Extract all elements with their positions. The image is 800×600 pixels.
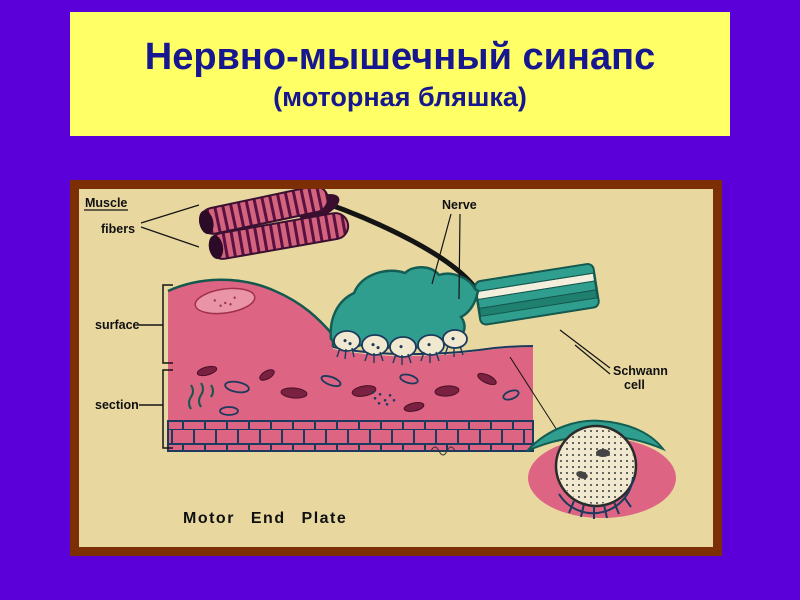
schwann-leader-lines: [559, 329, 611, 375]
fibers-label: fibers: [101, 222, 135, 236]
schwann-cell-label: Schwann cell: [559, 329, 668, 392]
bouton: [417, 334, 445, 356]
organelle: [403, 402, 425, 412]
organelle: [280, 387, 308, 399]
organelle: [399, 373, 419, 385]
schwann-label-line2: cell: [624, 378, 645, 392]
surface-bracket: surface: [95, 284, 173, 364]
bouton: [333, 330, 361, 352]
fiber-cut-end: [208, 235, 224, 259]
organelle: [351, 385, 377, 397]
muscle-nucleus: [194, 287, 256, 315]
organelles: [188, 365, 520, 416]
inset-mitochondrion: [576, 471, 588, 479]
muscle-fibers-illustration: [199, 189, 350, 260]
title-banner: Нервно-мышечный синапс (моторная бляшка): [70, 12, 730, 136]
granule-cluster: [371, 391, 396, 406]
membrane-folds: [188, 382, 214, 410]
organelle: [219, 406, 239, 416]
artist-signature: [430, 446, 456, 456]
diagram-frame: Muscle fibers Nerve surface section Schw…: [70, 180, 722, 556]
inset-membrane-arc: [558, 476, 634, 515]
muscle-label: Muscle: [85, 196, 127, 210]
inset-mitochondrion: [596, 449, 610, 457]
organelle: [502, 389, 520, 401]
motor-end-plate-diagram: Muscle fibers Nerve surface section Schw…: [79, 189, 713, 547]
organelle: [477, 372, 497, 386]
bouton: [389, 336, 417, 358]
nerve-leader-lines: [431, 213, 461, 300]
slide-title: Нервно-мышечный синапс: [144, 36, 656, 78]
organelle: [320, 375, 342, 387]
junctional-folds: [336, 345, 464, 365]
striated-muscle-band: [168, 421, 533, 451]
organelle: [196, 365, 218, 377]
muscle-surface-membrane: [167, 278, 335, 347]
schwann-label-line1: Schwann: [613, 364, 668, 378]
myelinated-axon: [474, 262, 600, 326]
synaptic-boutons: [333, 329, 468, 365]
organelle: [434, 385, 460, 397]
organelle: [224, 380, 250, 394]
slide-subtitle: (моторная бляшка): [273, 81, 527, 112]
striated-band-outline: [167, 420, 534, 452]
bouton: [361, 334, 389, 356]
bouton: [442, 329, 468, 349]
nerve-label: Nerve: [442, 198, 477, 212]
muscle-mass: [168, 279, 533, 451]
fibers-leader-lines: [140, 204, 200, 248]
surface-label: surface: [95, 318, 140, 332]
inset-pointer-line: [509, 356, 563, 439]
fiber-cut-end: [199, 210, 214, 235]
section-bracket: section: [95, 369, 173, 449]
schwann-cell-detail-inset: [526, 419, 676, 519]
figure-caption: Motor End Plate: [183, 510, 347, 527]
inset-vesicle-stipple: [558, 428, 634, 504]
section-label: section: [95, 398, 139, 412]
organelle: [259, 369, 275, 381]
